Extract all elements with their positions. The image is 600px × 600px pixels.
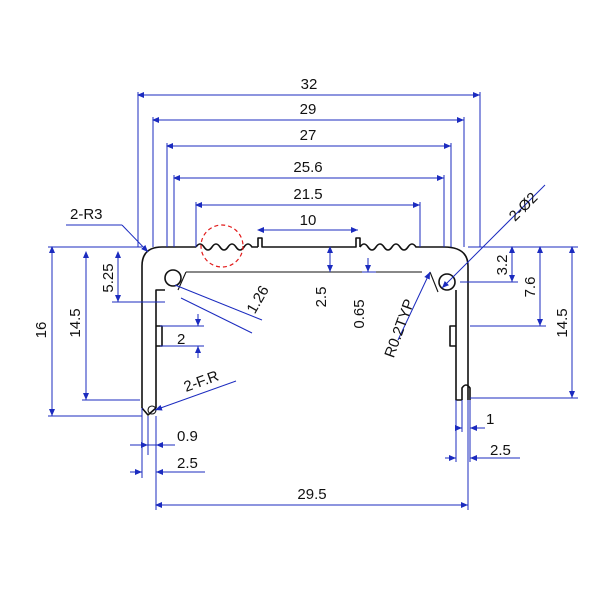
dim-width-2-5-right: 2.5 [490,442,511,459]
dim-height-14-5-left: 14.5 [67,308,84,337]
dim-width-29: 29 [300,101,317,118]
dim-height-2-5: 2.5 [313,287,330,308]
dim-height-7-6: 7.6 [522,277,539,298]
dim-height-16: 16 [33,322,50,339]
dim-width-10: 10 [300,212,317,229]
dim-height-3-2: 3.2 [494,255,511,276]
dim-height-5-25: 5.25 [100,263,117,292]
dim-height-14-5-right: 14.5 [554,308,571,337]
dim-bottom-29-5: 29.5 [297,486,326,503]
dim-overall-width: 32 [301,76,318,93]
dim-height-0-65: 0.65 [351,299,368,328]
dim-width-0-9: 0.9 [177,428,198,445]
label-radius-typ: R0.2TYP [381,297,418,360]
dim-width-27: 27 [300,127,317,144]
highlight-circle [200,224,244,268]
dim-width-21-5: 21.5 [293,186,322,203]
dim-width-25-6: 25.6 [293,159,322,176]
label-left-radius: 2-R3 [70,206,103,223]
dimension-lines [48,92,578,510]
dim-fillet-1-26: 1.26 [243,283,272,317]
dim-width-2-5-left: 2.5 [177,455,198,472]
label-fillet-fr: 2-F.R [182,367,222,395]
dim-width-1: 1 [486,411,494,428]
dim-slot-2: 2 [177,331,185,348]
